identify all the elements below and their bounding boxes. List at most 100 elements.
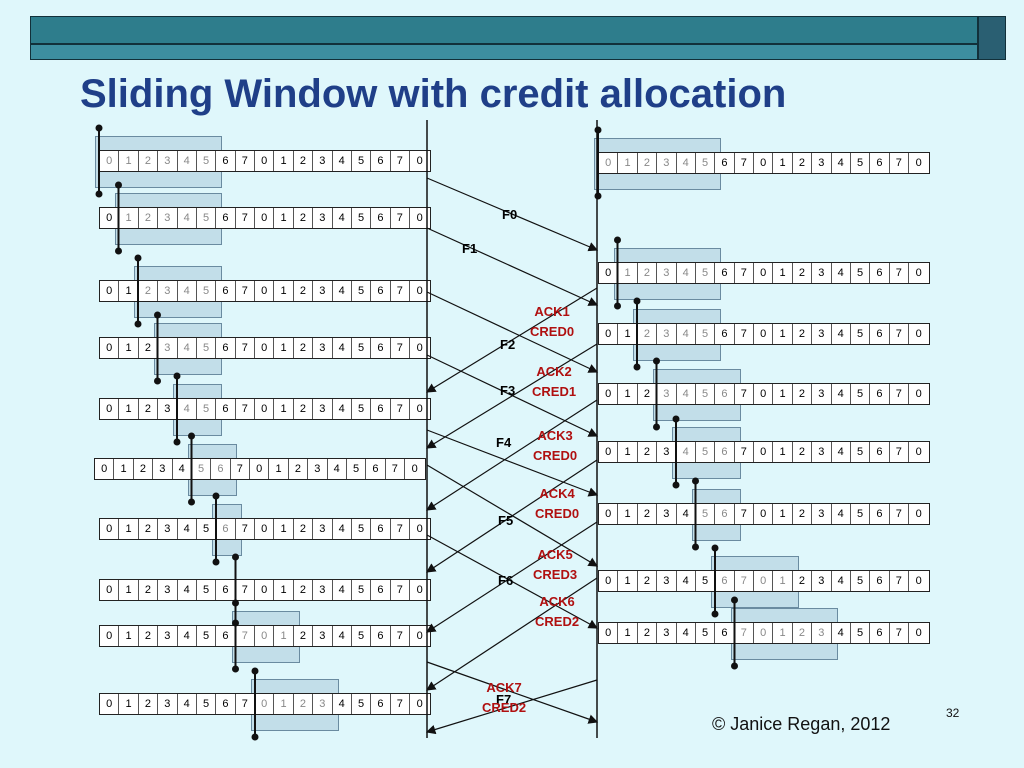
sender-pointer-bottom-3 bbox=[154, 377, 161, 385]
receiver-pointer-top-6 bbox=[711, 544, 719, 552]
sequence-cell: 2 bbox=[294, 694, 314, 714]
sequence-cell: 4 bbox=[677, 384, 696, 404]
data-frame-arrow-2 bbox=[426, 291, 599, 373]
sequence-cell: 1 bbox=[618, 384, 638, 404]
data-frame-label-0: F0 bbox=[502, 207, 518, 222]
sequence-cell: 0 bbox=[255, 694, 275, 714]
sender-pointer-top-9 bbox=[251, 667, 259, 675]
sender-pointer-top-3 bbox=[154, 311, 161, 319]
sequence-cell: 0 bbox=[599, 384, 619, 404]
sequence-cell: 0 bbox=[599, 623, 619, 643]
sender-pointer-bottom-6 bbox=[212, 558, 220, 566]
sequence-cell: 3 bbox=[657, 504, 677, 524]
sequence-cell: 1 bbox=[773, 153, 793, 173]
ack-arrow-3 bbox=[425, 459, 598, 573]
data-frame-arrow-1 bbox=[426, 227, 599, 306]
header-bar-lower bbox=[30, 44, 978, 60]
sequence-cell: 1 bbox=[274, 399, 294, 419]
sequence-cell: 1 bbox=[773, 442, 793, 462]
sequence-cell: 2 bbox=[134, 459, 154, 479]
sequence-cell: 1 bbox=[618, 442, 638, 462]
ack-arrow-0 bbox=[425, 287, 598, 393]
copyright-text: © Janice Regan, 2012 bbox=[712, 714, 891, 734]
sequence-cell: 6 bbox=[371, 399, 391, 419]
sequence-cell: 0 bbox=[255, 580, 275, 600]
sequence-cell: 1 bbox=[274, 694, 294, 714]
sequence-cell: 0 bbox=[754, 571, 774, 591]
sequence-cell: 7 bbox=[236, 208, 255, 228]
sequence-cell: 3 bbox=[153, 459, 173, 479]
sequence-cell: 0 bbox=[754, 623, 774, 643]
header-corner-box bbox=[978, 16, 1006, 60]
sequence-cell: 3 bbox=[812, 324, 832, 344]
slide-title: Sliding Window with credit allocation bbox=[80, 72, 787, 116]
sequence-cell: 1 bbox=[618, 263, 638, 283]
sequence-cell: 2 bbox=[793, 504, 813, 524]
sequence-cell: 7 bbox=[236, 580, 255, 600]
sequence-cell: 6 bbox=[371, 626, 391, 646]
sequence-cell: 1 bbox=[274, 281, 294, 301]
sequence-cell: 0 bbox=[255, 151, 275, 171]
sequence-cell: 6 bbox=[371, 208, 391, 228]
credit-number: CRED0 bbox=[535, 506, 580, 521]
data-frame-label-7: F7 bbox=[496, 692, 512, 707]
data-frame-arrow-6 bbox=[426, 534, 599, 629]
sender-pointer-bottom-9 bbox=[251, 733, 259, 741]
sequence-cell: 4 bbox=[832, 324, 851, 344]
sequence-cell: 6 bbox=[366, 459, 386, 479]
sequence-cell: 7 bbox=[735, 324, 754, 344]
sequence-cell: 0 bbox=[915, 575, 922, 587]
credit-number: CRED0 bbox=[530, 324, 575, 339]
sequence-cell: 3 bbox=[313, 399, 333, 419]
sequence-cell: 5 bbox=[696, 324, 716, 344]
sequence-cell: 2 bbox=[638, 571, 658, 591]
sequence-cell: 3 bbox=[158, 338, 178, 358]
sequence-cell: 2 bbox=[793, 384, 813, 404]
sequence-cell: 0 bbox=[416, 584, 423, 596]
sequence-cell: 6 bbox=[371, 519, 391, 539]
sequence-cell: 1 bbox=[274, 519, 294, 539]
sender-pointer-bottom-5 bbox=[188, 498, 195, 506]
sequence-cell: 3 bbox=[158, 208, 178, 228]
sequence-cell: 0 bbox=[915, 388, 922, 400]
sequence-cell: 0 bbox=[100, 694, 120, 714]
sequence-cell: 5 bbox=[696, 504, 716, 524]
sequence-cell: 1 bbox=[114, 459, 134, 479]
data-frame-arrow-0 bbox=[426, 177, 599, 252]
sequence-cell: 1 bbox=[618, 623, 638, 643]
sequence-cell: 4 bbox=[677, 263, 696, 283]
sequence-cell: 1 bbox=[773, 504, 793, 524]
sequence-cell: 4 bbox=[333, 151, 352, 171]
sequence-cell: 3 bbox=[313, 626, 333, 646]
sequence-cell: 6 bbox=[216, 151, 236, 171]
sequence-cell: 7 bbox=[231, 459, 250, 479]
sequence-cell: 2 bbox=[139, 626, 159, 646]
sequence-cell: 0 bbox=[599, 324, 619, 344]
sequence-cell: 0 bbox=[411, 463, 418, 475]
sequence-cell: 1 bbox=[274, 338, 294, 358]
sequence-cell: 5 bbox=[696, 442, 716, 462]
sequence-cell: 5 bbox=[851, 153, 871, 173]
sequence-cell: 0 bbox=[915, 328, 922, 340]
sequence-cell: 0 bbox=[416, 342, 423, 354]
sequence-cell: 3 bbox=[158, 519, 178, 539]
sequence-cell: 7 bbox=[890, 324, 909, 344]
sequence-cell: 0 bbox=[100, 151, 120, 171]
sequence-cell: 0 bbox=[416, 285, 423, 297]
sequence-cell: 0 bbox=[915, 157, 922, 169]
sequence-cell: 7 bbox=[890, 442, 909, 462]
sequence-cell: 4 bbox=[832, 384, 851, 404]
sequence-cell: 7 bbox=[391, 399, 410, 419]
data-frame-label-1: F1 bbox=[462, 241, 478, 256]
sequence-cell: 5 bbox=[197, 151, 217, 171]
sequence-cell: 7 bbox=[236, 338, 255, 358]
sequence-cell: 2 bbox=[793, 442, 813, 462]
sequence-cell: 3 bbox=[812, 571, 832, 591]
sequence-cell: 5 bbox=[347, 459, 367, 479]
